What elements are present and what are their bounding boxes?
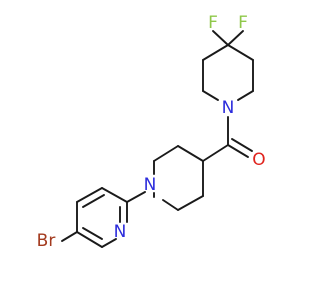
bond: [177, 145, 204, 162]
fluorine-atom-label: F: [238, 13, 248, 33]
piperidine-nitrogen-label: N: [144, 175, 157, 195]
carbonyl-oxygen-label: O: [252, 150, 265, 170]
difluoropiperidine-ring: [202, 30, 254, 101]
pyridine-nitrogen-label: N: [114, 222, 127, 242]
bond: [202, 144, 229, 162]
bond: [202, 90, 219, 101]
molecule-structure: F F N O N N Br: [37, 13, 266, 251]
bond: [82, 227, 103, 240]
bond: [76, 231, 103, 248]
bond: [101, 187, 128, 203]
bond: [227, 144, 249, 158]
bond: [126, 191, 146, 203]
amide-group: [202, 116, 253, 162]
bond: [227, 44, 254, 61]
bond: [61, 231, 78, 242]
bond: [231, 138, 253, 152]
bond: [153, 145, 179, 162]
bond: [202, 44, 229, 61]
amide-nitrogen-label: N: [222, 98, 235, 118]
bond: [237, 90, 254, 101]
bond: [162, 199, 179, 211]
molecule-canvas: F F N O N N Br: [36, 13, 266, 251]
bond: [212, 30, 229, 46]
bond: [76, 187, 103, 203]
pyridine-ring: [76, 187, 128, 248]
bond: [101, 238, 117, 248]
bond: [82, 194, 105, 208]
bromine-atom-label: Br: [37, 231, 56, 251]
bond: [177, 195, 204, 211]
fluorine-atom-label: F: [208, 13, 218, 33]
piperidine-ring: [153, 145, 204, 211]
bond: [227, 30, 244, 46]
